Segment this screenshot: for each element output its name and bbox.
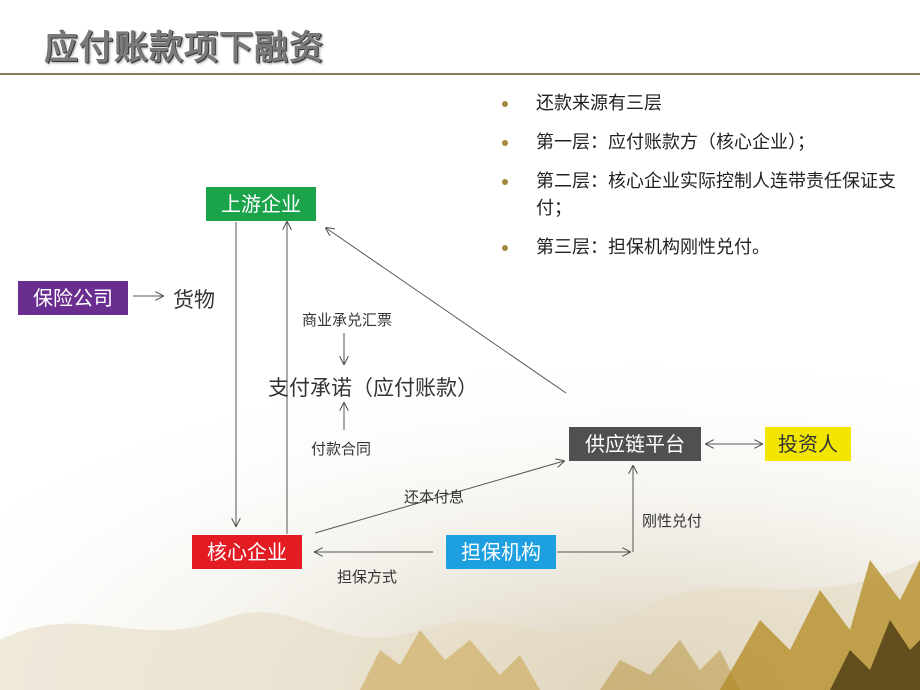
payment-contract-label: 付款合同: [311, 440, 372, 458]
insurer-node: 保险公司: [18, 281, 128, 315]
bullet-dot: [502, 179, 508, 185]
core-node: 核心企业: [192, 535, 302, 569]
bullet-item: 还款来源有三层: [498, 90, 908, 117]
bullet-item: 第二层：核心企业实际控制人连带责任保证支付；: [498, 168, 908, 222]
bullet-dot: [502, 245, 508, 251]
repay-label: 还本付息: [404, 488, 465, 506]
bullet-text: 第二层：核心企业实际控制人连带责任保证支付；: [536, 171, 896, 219]
rigid-payment-label: 刚性兑付: [642, 512, 703, 530]
guarantee-method-label: 担保方式: [337, 568, 398, 586]
upstream-node: 上游企业: [206, 187, 316, 221]
goods-label: 货物: [173, 288, 215, 312]
arrow-core-to-platform: [314, 461, 564, 534]
bullet-text: 还款来源有三层: [536, 93, 662, 114]
bullet-item: 第三层：担保机构刚性兑付。: [498, 234, 908, 261]
bullet-dot: [502, 101, 508, 107]
title-divider: [0, 73, 920, 75]
bullet-text: 第一层：应付账款方（核心企业）；: [536, 132, 815, 153]
bullet-text: 第三层：担保机构刚性兑付。: [536, 237, 770, 258]
acceptance-bill-label: 商业承兑汇票: [302, 311, 393, 329]
bullet-dot: [502, 140, 508, 146]
investor-node: 投资人: [765, 427, 851, 461]
bullet-list: 还款来源有三层 第一层：应付账款方（核心企业）； 第二层：核心企业实际控制人连带…: [498, 90, 908, 273]
platform-node: 供应链平台: [569, 427, 701, 461]
page-title: 应付账款项下融资: [44, 28, 324, 68]
commitment-label: 支付承诺（应付账款）: [268, 376, 478, 400]
bullet-item: 第一层：应付账款方（核心企业）；: [498, 129, 908, 156]
arrow-platform-to-upstream: [326, 228, 567, 394]
guarantor-node: 担保机构: [446, 535, 556, 569]
